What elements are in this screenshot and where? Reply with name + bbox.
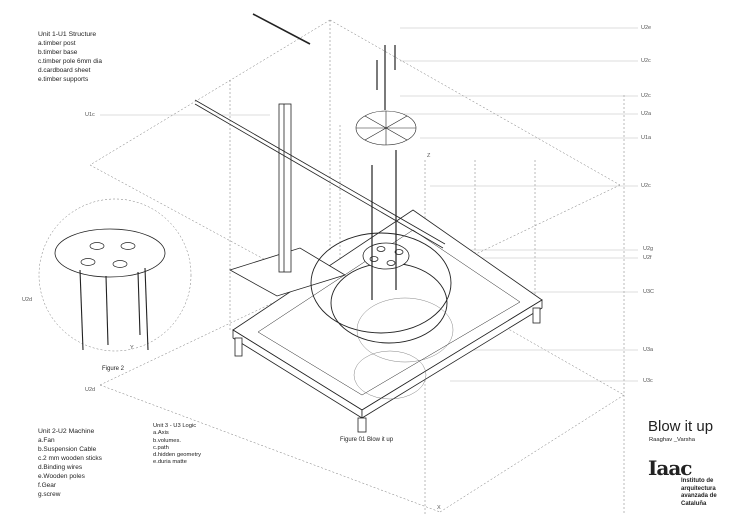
legend-item: e.Wooden poles: [38, 473, 85, 480]
timber-pole: [194, 13, 446, 249]
legend-unit2: Unit 2-U2 Machine a.Fan b.Suspension Cab…: [38, 427, 102, 499]
legend-title: Unit 2-U2 Machine: [38, 428, 95, 435]
legend-item: f.Gear: [38, 482, 57, 489]
part-label: U2c: [641, 183, 651, 189]
part-label: U2c: [641, 58, 651, 64]
figure-2-detail: [38, 198, 192, 352]
legend-item: d.hidden geometry: [153, 452, 202, 459]
part-label: U2a: [641, 111, 652, 117]
legend-unit1: Unit 1-U1 Structure a.timber post b.timb…: [38, 30, 102, 84]
project-title: Blow it up: [648, 418, 714, 435]
legend-item: a.timber post: [38, 40, 76, 47]
part-label: U2c: [641, 93, 651, 99]
legend-item: b.Suspension Cable: [38, 446, 97, 453]
legend-item: c.2 mm wooden sticks: [38, 455, 102, 462]
legend-item: c.timber pole 6mm dia: [38, 58, 102, 65]
legend-title: Unit 3 - U3 Logic: [153, 423, 197, 429]
legend-item: d.cardboard sheet: [38, 67, 91, 74]
part-label: U2g: [643, 246, 654, 252]
part-label: U2e: [641, 25, 652, 31]
leader-lines: [100, 27, 638, 382]
part-label: U3a: [643, 347, 654, 353]
iaac-logo: Iaac: [648, 456, 692, 480]
wooden-poles: [371, 45, 397, 300]
part-label: U3c: [643, 378, 653, 384]
institute-line: Cataluña: [681, 500, 707, 507]
institute-name: Instituto de arquitectura avanzada de Ca…: [681, 478, 717, 508]
legend-item: e.duria matte: [153, 459, 187, 466]
part-label: U1c: [85, 112, 95, 118]
institute-line: arquitectura: [681, 485, 716, 492]
axis-label-z: Z: [427, 153, 431, 159]
construction-lines: [89, 19, 625, 516]
legend-item: c.path: [153, 444, 169, 451]
gear-disk: [362, 242, 410, 270]
axis-label-x: X: [437, 505, 441, 511]
legend-item: a.Fan: [38, 437, 55, 444]
fan: [355, 110, 417, 146]
project-authors: Raaghav _Varsha: [649, 437, 695, 443]
legend-title: Unit 1-U1 Structure: [38, 31, 97, 38]
part-label: U3C: [643, 289, 655, 295]
legend-unit3: Unit 3 - U3 Logic a.Axis b.volumes. c.pa…: [153, 423, 201, 467]
legend-item: b.volumes.: [153, 437, 182, 444]
timber-base: [232, 209, 543, 433]
part-label: U2d: [22, 297, 33, 303]
figure-2-caption: Figure 2: [102, 366, 125, 372]
legend-item: a.Axis: [153, 430, 169, 437]
axis-label-y: Y: [130, 345, 134, 351]
legend-item: b.timber base: [38, 49, 78, 56]
part-label: U2d: [85, 387, 96, 393]
legend-item: g.screw: [38, 491, 61, 498]
part-label: U2f: [643, 255, 652, 261]
part-label: U1a: [641, 135, 652, 141]
timber-post: [278, 103, 292, 273]
figure-1-caption: Figure 01 Blow it up: [340, 437, 394, 443]
legend-item: e.timber supports: [38, 76, 89, 83]
institute-line: Instituto de: [681, 478, 714, 484]
legend-item: d.Binding wires: [38, 464, 83, 471]
institute-line: avanzada de: [681, 493, 717, 499]
